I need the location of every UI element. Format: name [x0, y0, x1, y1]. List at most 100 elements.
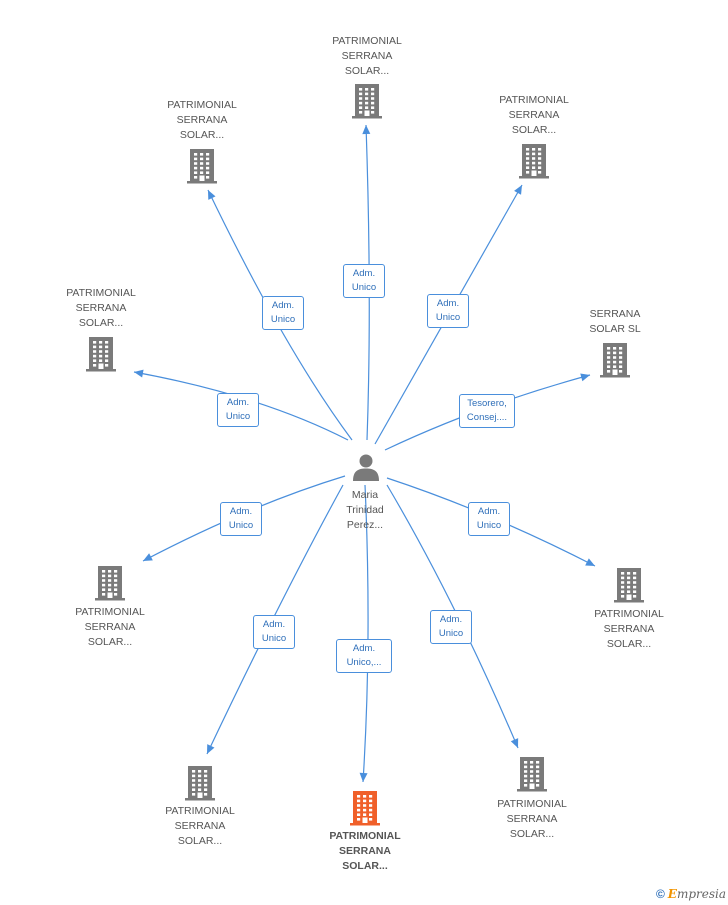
- company-name: PATRIMONIAL SERRANA SOLAR...: [474, 93, 594, 138]
- arrow-head: [359, 772, 368, 782]
- company-name: PATRIMONIAL SERRANA SOLAR...: [140, 804, 260, 849]
- building-icon: [184, 765, 216, 806]
- role-label[interactable]: Adm.Unico: [217, 393, 259, 427]
- arrow-head: [208, 190, 216, 200]
- edge-line: [207, 189, 353, 441]
- company-name-line: PATRIMONIAL: [594, 608, 664, 620]
- company-name: PATRIMONIAL SERRANA SOLAR...: [41, 286, 161, 331]
- building-icon: [186, 148, 218, 189]
- role-label-line: Adm.: [352, 268, 376, 279]
- center-person-name: Maria Trinidad Perez...: [305, 488, 425, 533]
- role-label-line: Unico: [476, 520, 502, 531]
- company-name-line: SERRANA: [174, 820, 226, 832]
- company-name-line: SOLAR...: [511, 124, 557, 136]
- role-label-line: Unico: [261, 633, 287, 644]
- company-name-line: SOLAR...: [87, 636, 133, 648]
- company-name-line: SOLAR...: [78, 317, 124, 329]
- role-label[interactable]: Adm. Unico: [262, 296, 304, 330]
- role-label[interactable]: Tesorero, Consej....: [459, 394, 515, 428]
- brand-logo-letter: E: [667, 887, 677, 901]
- company-name: SERRANA SOLAR SL: [555, 307, 675, 337]
- role-label-line: Unico,...: [346, 657, 382, 668]
- building-icon: [349, 790, 381, 831]
- company-name: PATRIMONIAL SERRANA SOLAR...: [472, 797, 592, 842]
- company-name: PATRIMONIAL SERRANA SOLAR...: [142, 98, 262, 143]
- company-name: PATRIMONIAL SERRANA SOLAR...: [50, 605, 170, 650]
- arrow-head: [510, 738, 519, 748]
- name-line: Perez...: [346, 519, 384, 531]
- company-name-line: PATRIMONIAL: [332, 35, 402, 47]
- arrow-head: [143, 553, 153, 561]
- role-label-line: Adm.: [271, 300, 295, 311]
- role-label[interactable]: Adm. Unico: [468, 502, 510, 536]
- copyright-icon: ©: [655, 887, 665, 901]
- role-label[interactable]: Adm. Unico: [430, 610, 472, 644]
- company-name-line: PATRIMONIAL: [167, 99, 237, 111]
- arrow-head: [134, 369, 144, 378]
- company-name-line: SERRANA: [339, 845, 391, 857]
- role-label[interactable]: Adm. Unico,...: [336, 639, 392, 673]
- name-line: Trinidad: [346, 504, 384, 516]
- company-name-line: PATRIMONIAL: [499, 94, 569, 106]
- company-name-line: SOLAR...: [177, 835, 223, 847]
- company-name-line: PATRIMONIAL: [165, 805, 235, 817]
- company-name-line: SERRANA: [589, 308, 641, 320]
- role-label[interactable]: Adm. Unico: [220, 502, 262, 536]
- building-icon: [518, 143, 550, 184]
- company-name-line: SOLAR...: [179, 129, 225, 141]
- role-label-line: Consej....: [466, 412, 508, 423]
- company-name-line: PATRIMONIAL: [66, 287, 136, 299]
- company-name-line: SERRANA: [506, 813, 558, 825]
- company-name-line: SERRANA: [508, 109, 560, 121]
- brand-name: mpresia: [676, 887, 726, 901]
- building-icon: [85, 336, 117, 377]
- arrow-head: [514, 185, 522, 195]
- role-label[interactable]: Adm. Unico: [427, 294, 469, 328]
- edge-line: [362, 484, 369, 783]
- role-label-line: Adm.: [226, 397, 250, 408]
- edge-line: [386, 484, 519, 749]
- company-name: PATRIMONIAL SERRANA SOLAR...: [307, 34, 427, 79]
- building-icon: [599, 342, 631, 383]
- building-icon: [351, 83, 383, 124]
- company-name-line: PATRIMONIAL: [75, 606, 145, 618]
- arrow-head: [362, 125, 371, 135]
- role-label-line: Unico: [228, 520, 254, 531]
- company-name-line: PATRIMONIAL: [329, 830, 401, 842]
- role-label-line: Unico: [438, 628, 464, 639]
- role-label-line: Unico: [351, 282, 377, 293]
- role-label[interactable]: Adm. Unico: [253, 615, 295, 649]
- arrow-head: [580, 373, 590, 382]
- arrow-head: [207, 744, 215, 754]
- role-label-line: Unico: [435, 312, 461, 323]
- role-label-line: Adm.: [439, 614, 463, 625]
- role-label-line: Adm.: [436, 298, 460, 309]
- role-label-line: Unico: [270, 314, 296, 325]
- company-name: PATRIMONIAL SERRANA SOLAR...: [305, 829, 425, 874]
- company-name-line: SERRANA: [75, 302, 127, 314]
- building-icon: [94, 565, 126, 606]
- role-label-line: Tesorero,: [467, 398, 507, 409]
- role-label[interactable]: Adm. Unico: [343, 264, 385, 298]
- company-name-line: SERRANA: [84, 621, 136, 633]
- role-label-line: Adm.: [477, 506, 501, 517]
- company-name-line: PATRIMONIAL: [497, 798, 567, 810]
- footer-brand[interactable]: ©Empresia: [656, 887, 726, 901]
- role-label-line: Adm.: [229, 506, 253, 517]
- building-icon: [516, 756, 548, 797]
- company-name-line: SOLAR...: [342, 860, 388, 872]
- building-icon: [613, 567, 645, 608]
- company-name-line: SOLAR...: [344, 65, 390, 77]
- company-name-line: SERRANA: [176, 114, 228, 126]
- role-label-line: Adm.: [262, 619, 286, 630]
- edge-line: [206, 484, 344, 755]
- company-name-line: SOLAR...: [606, 638, 652, 650]
- name-line: Maria: [351, 489, 379, 501]
- arrow-head: [585, 558, 595, 566]
- person-icon: [351, 452, 381, 487]
- company-name-line: SOLAR SL: [589, 323, 641, 335]
- company-name-line: SOLAR...: [509, 828, 555, 840]
- role-label-line: Adm.: [352, 643, 376, 654]
- company-name-line: SERRANA: [341, 50, 393, 62]
